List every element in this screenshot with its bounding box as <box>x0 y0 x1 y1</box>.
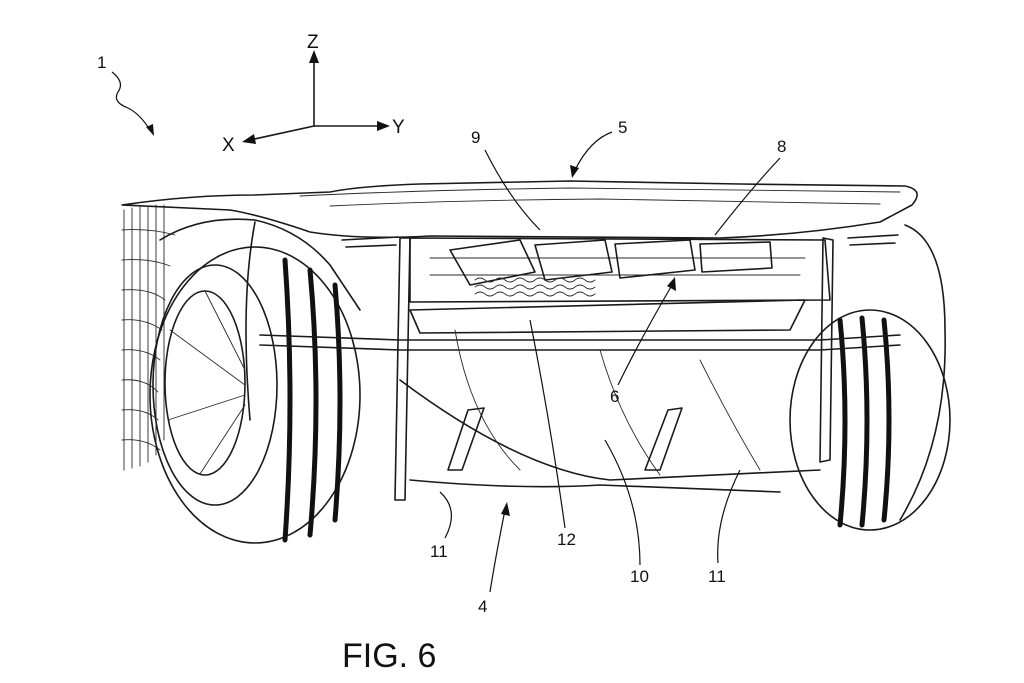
label-8: 8 <box>777 137 786 156</box>
label-9: 9 <box>471 128 480 147</box>
label-4: 4 <box>478 597 487 616</box>
vehicle-body <box>121 180 918 471</box>
left-side-texture <box>121 204 176 471</box>
figure-caption: FIG. 6 <box>342 637 436 675</box>
z-axis-label: Z <box>307 32 319 53</box>
label-11-left: 11 <box>430 542 448 561</box>
label-1: 1 <box>97 53 106 72</box>
right-wheel <box>789 224 951 531</box>
coordinate-axes: Z Y X <box>222 32 405 156</box>
label-5: 5 <box>618 118 627 137</box>
label-11-right: 11 <box>708 567 726 586</box>
label-12: 12 <box>557 530 576 549</box>
y-axis-label: Y <box>392 117 405 138</box>
label-6: 6 <box>610 387 619 406</box>
left-wheel <box>149 246 361 544</box>
reference-numerals: 1 5 9 8 6 12 10 11 11 4 <box>97 53 786 616</box>
x-axis-label: X <box>222 135 235 156</box>
rear-diffuser <box>259 237 901 501</box>
label-10: 10 <box>630 567 649 586</box>
